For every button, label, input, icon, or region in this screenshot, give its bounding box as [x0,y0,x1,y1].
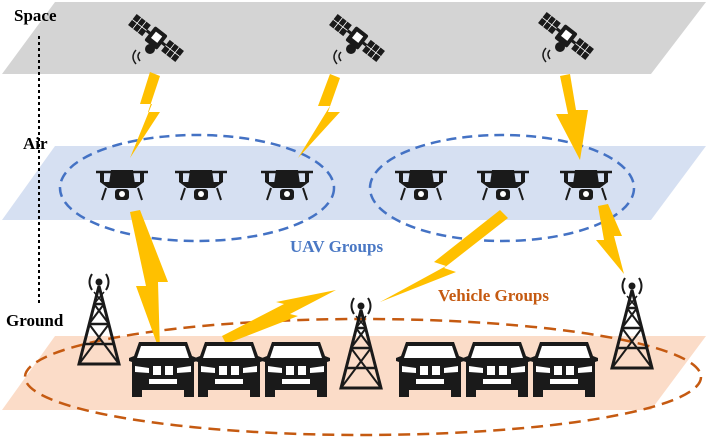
space-layer-label: Space [14,6,57,25]
uav-groups-label: UAV Groups [290,237,384,256]
lightning-link-sat2-uav [298,74,340,158]
air-layer-label: Air [23,134,48,153]
car-icon [463,342,531,397]
lightning-link-sat3-uav [556,74,588,160]
lightning-link-uav-vehicle [130,210,168,352]
car-icon [195,342,263,397]
lightning-link-uav-tower-right [596,204,624,274]
lightning-link-vehicle-tower [222,290,336,344]
uav-group-ellipse-1 [58,133,336,243]
vehicle-groups-label: Vehicle Groups [438,286,549,305]
car-icon [262,342,330,397]
car-icon [396,342,464,397]
lightning-link-sat1-uav [130,72,160,158]
ground-layer-label: Ground [6,311,64,330]
lightning-link-uav-tower-center [380,210,508,302]
car-icon [530,342,598,397]
uav-group-ellipse-2 [368,133,636,243]
air-layer-plane [2,146,706,220]
car-icon [129,342,197,397]
